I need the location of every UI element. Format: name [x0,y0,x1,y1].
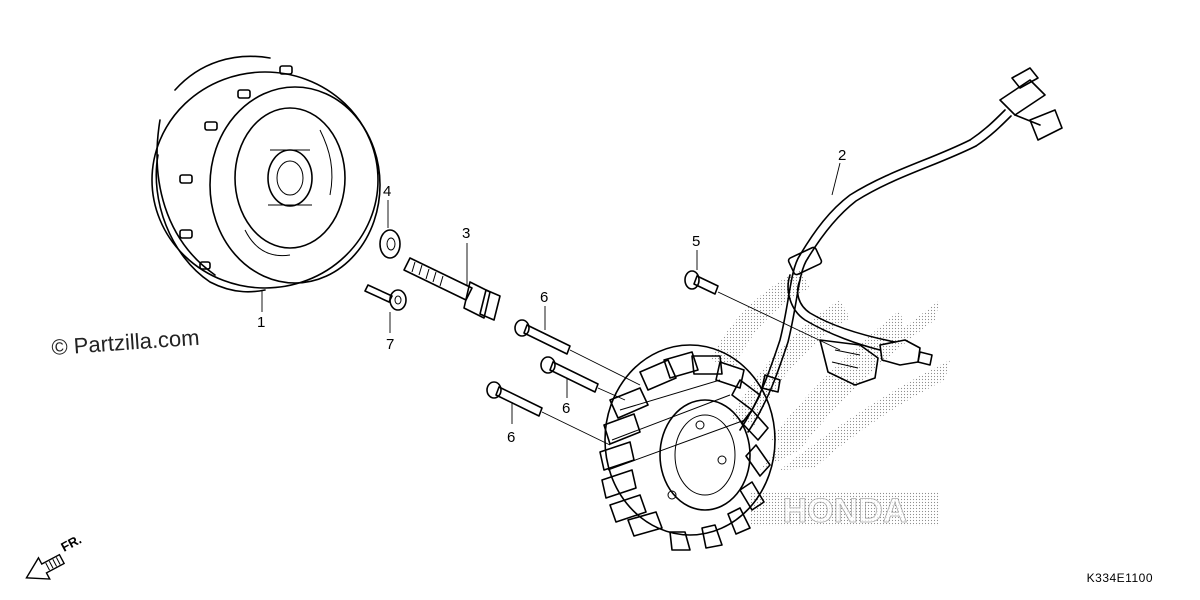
flange-bolt [403,257,501,321]
stator-bolt-lower [486,381,543,417]
callout-3: 3 [462,225,470,242]
partzilla-watermark: © Partzilla.com [51,325,201,360]
callout-6-bottom: 6 [507,429,515,446]
flywheel [151,55,381,293]
wire-harness [739,67,1063,433]
callout-2: 2 [838,147,846,164]
callout-4: 4 [383,183,391,200]
stator-bolt-upper [514,319,571,355]
callout-5: 5 [692,233,700,250]
honda-wordmark: HONDA [783,492,908,530]
diagram-code: K334E1100 [1087,571,1153,585]
callout-7: 7 [386,336,394,353]
front-direction-label: FR. [58,532,84,555]
stator [599,344,776,551]
washer [379,229,401,259]
screw [364,284,407,311]
small-bolt [684,270,719,295]
front-direction-arrow [25,553,66,580]
callout-6-top: 6 [540,289,548,306]
callout-1: 1 [257,314,265,331]
honda-wing-logo [710,270,950,526]
stator-bolt-middle [540,356,599,393]
callout-6-middle: 6 [562,400,570,417]
